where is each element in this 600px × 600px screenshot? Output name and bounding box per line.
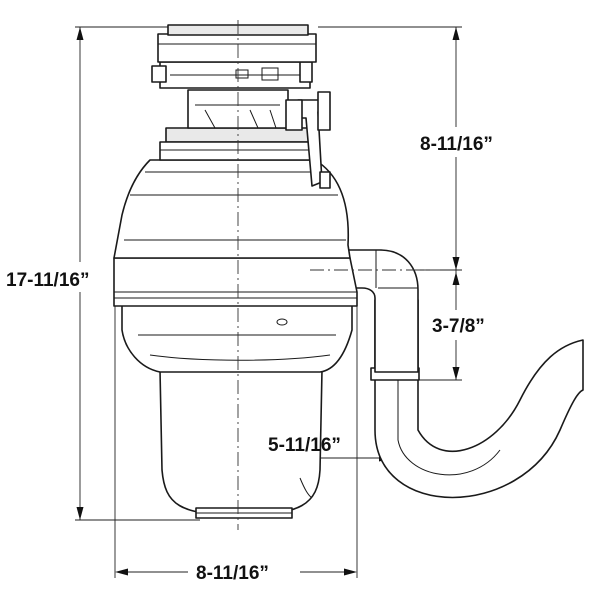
discharge-elbow	[342, 249, 419, 373]
inlet-to-outlet-label: 3-7/8”	[432, 316, 485, 337]
center-to-outlet-label: 5-11/16”	[268, 435, 341, 456]
disposer-lower-body	[159, 369, 323, 519]
disposer-flange-ring	[113, 257, 358, 307]
disposer-upper-body	[113, 159, 351, 259]
centerlines	[237, 20, 440, 530]
top-to-inlet-label: 8-11/16”	[420, 134, 493, 155]
overall-height-label: 17-11/16”	[6, 270, 89, 291]
mounting-assembly	[151, 24, 317, 161]
body-width-label: 8-11/16”	[196, 563, 269, 584]
disposer-mid-section	[121, 304, 353, 373]
reset-switch-bracket	[285, 91, 331, 189]
